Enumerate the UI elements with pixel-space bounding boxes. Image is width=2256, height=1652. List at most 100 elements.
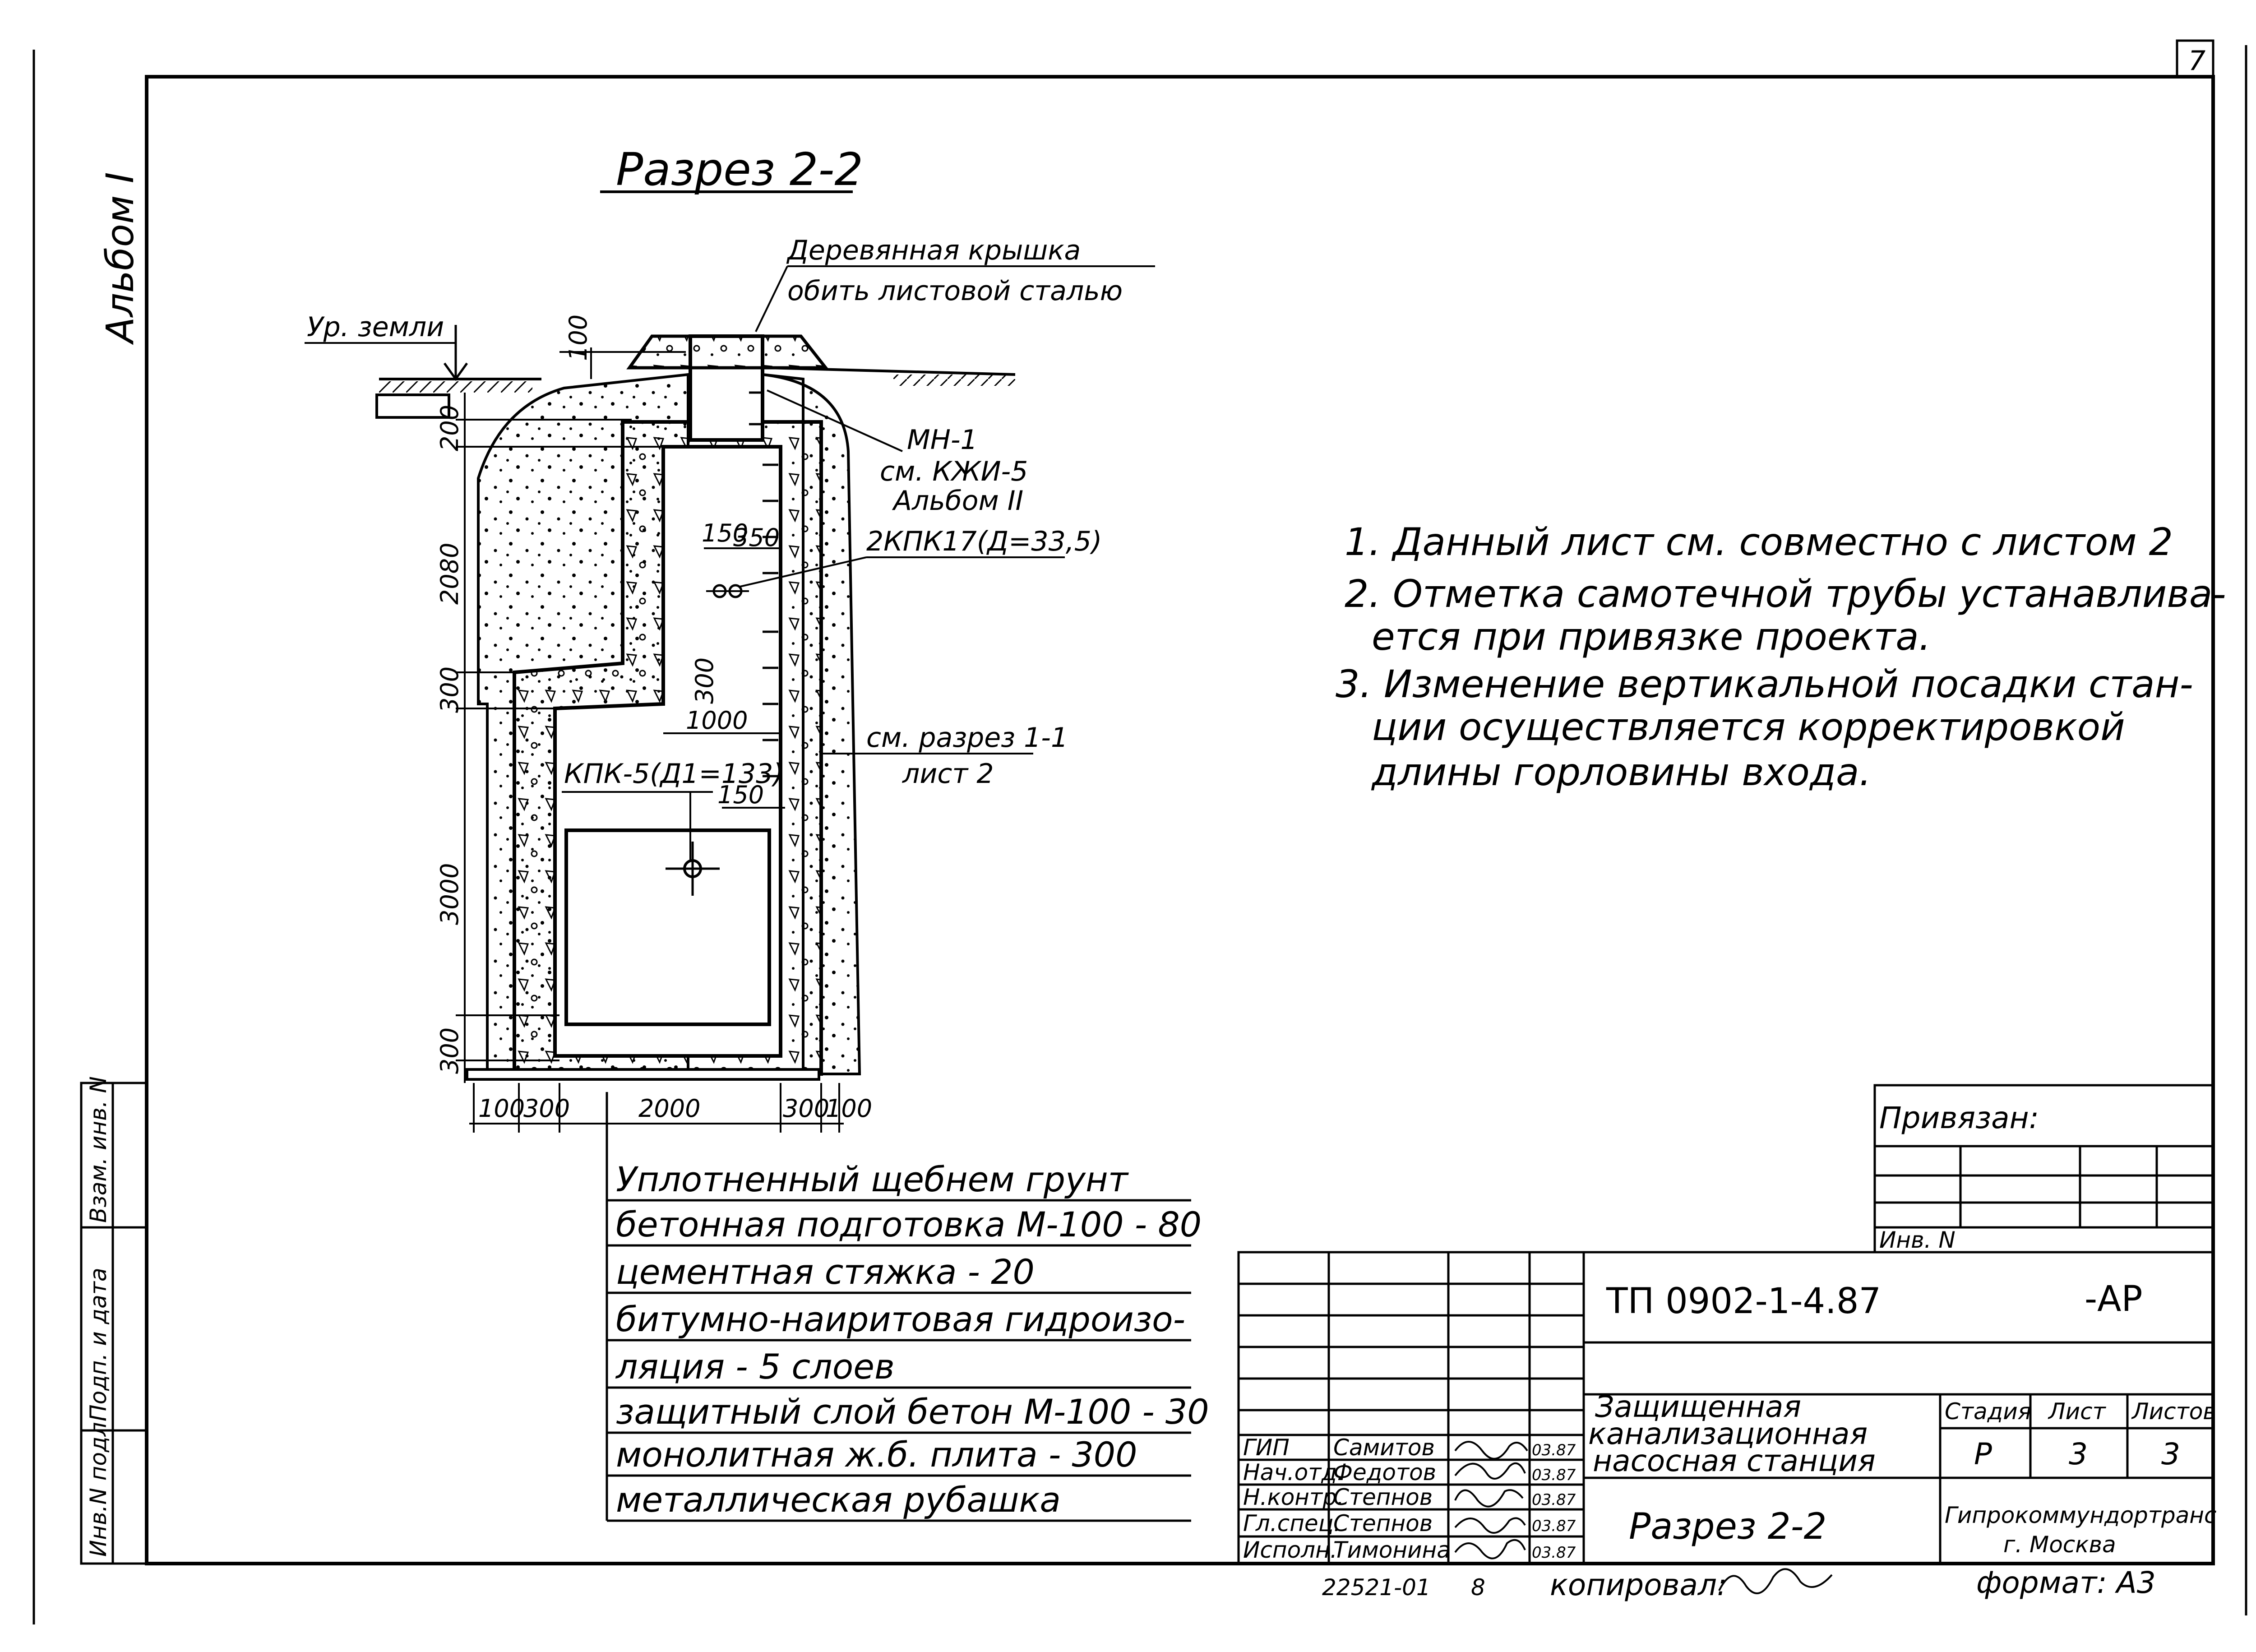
dim-h-150: 150: [702, 519, 748, 547]
sheet-name: Разрез 2-2: [1629, 1505, 1826, 1547]
layer-7: монолитная ж.б. плита - 300: [616, 1435, 1137, 1475]
role-2-name: Федотов: [1333, 1459, 1436, 1485]
section-title: Разрез 2-2: [616, 143, 863, 196]
outer-frame: [145, 75, 2215, 1565]
layer-6: защитный слой бетон М-100 - 30: [616, 1392, 1209, 1432]
object-line-3: насосная станция: [1593, 1444, 1876, 1478]
layer-5: ляция - 5 слоев: [615, 1347, 895, 1387]
org-line-2: г. Москва: [2003, 1532, 2116, 1558]
role-2-date: 03.87: [1532, 1466, 1576, 1484]
role-2: Нач.отд.: [1243, 1459, 1344, 1485]
mn-callout-line1: МН-1: [907, 424, 978, 456]
role-5-date: 03.87: [1532, 1544, 1576, 1562]
signature-scribbles: [1454, 1441, 1528, 1559]
dim-v-3000: 3000: [435, 863, 464, 925]
kpk17-pipe-mark: [706, 584, 749, 598]
layer-3: цементная стяжка - 20: [616, 1252, 1035, 1292]
note-3: 3. Изменение вертикальной посадки стан-: [1336, 662, 2193, 706]
side-stamp-sign: Подп. и дата: [85, 1268, 111, 1421]
note-3-cont-a: ции осуществляется корректировкой: [1372, 705, 2125, 749]
dim-b-2000: 2000: [638, 1094, 700, 1123]
kpk17-leader: [740, 556, 867, 588]
dim-v-2080: 2080: [435, 543, 464, 605]
side-stamp-inv: Инв.N подл.: [85, 1415, 111, 1557]
sheet-value: 3: [2069, 1437, 2088, 1472]
dim-v-100: 100: [564, 315, 592, 361]
role-5: Исполн.: [1243, 1537, 1337, 1563]
role-1-date: 03.87: [1532, 1441, 1576, 1459]
kpk5-callout: КПК-5(Д1=133): [564, 758, 784, 790]
left-dimension-chain: [456, 347, 686, 1083]
note-3-cont-b: длины горловины входа.: [1371, 750, 1871, 794]
dim-b-300-l: 300: [523, 1094, 570, 1123]
dim-h-150-low: 150: [717, 781, 764, 809]
layer-1: Уплотненный щебнем грунт: [616, 1159, 1129, 1199]
mn-callout-line3: Альбом II: [892, 485, 1023, 517]
footer-copied: копировал:: [1550, 1568, 1727, 1602]
role-3-date: 03.87: [1532, 1491, 1576, 1509]
layer-rules: [607, 1199, 1191, 1522]
footer-number: 22521-01: [1322, 1574, 1431, 1601]
dim-v-300-mid: 300: [435, 666, 464, 713]
footer-page: 8: [1471, 1574, 1485, 1601]
side-stamp: [80, 1082, 148, 1565]
object-line-1: Защищенная: [1595, 1389, 1801, 1424]
inv-n-label: Инв. N: [1879, 1227, 1956, 1253]
footer-format: формат: А3: [1976, 1565, 2156, 1600]
stage-value: Р: [1974, 1437, 1992, 1472]
dim-b-100-r: 100: [826, 1094, 872, 1123]
base-slab: [466, 1068, 820, 1081]
org-line-1: Гипрокоммундортранс: [1945, 1502, 2216, 1528]
note-2-cont: ется при привязке проекта.: [1372, 615, 1931, 659]
role-3-name: Степнов: [1333, 1484, 1433, 1510]
lid-leader: [755, 266, 788, 332]
kpk17-callout: 2КПК17(Д=33,5): [866, 526, 1102, 557]
note-2: 2. Отметка самотечной трубы устанавлива-: [1345, 572, 2226, 616]
role-5-name: Тимонина: [1333, 1537, 1451, 1563]
layer-4: битумно-наиритовая гидроизо-: [616, 1299, 1185, 1339]
album-label: Альбом I: [98, 172, 142, 345]
copier-signature: [1718, 1568, 1833, 1594]
dim-v-200: 200: [435, 405, 464, 451]
title-block-grid: [1237, 1251, 2214, 1565]
dim-h-350: 350: [733, 523, 780, 552]
stage-header: Стадия: [1945, 1398, 2031, 1425]
dim-b-100-l: 100: [478, 1094, 525, 1123]
role-3: Н.контр.: [1243, 1484, 1344, 1510]
sheet-header: Лист: [2048, 1398, 2107, 1425]
role-4-date: 03.87: [1532, 1517, 1576, 1535]
page-number: 7: [2188, 45, 2205, 77]
side-stamp-replace: Взам. инв. N: [85, 1076, 111, 1223]
role-4: Гл.спец.: [1243, 1510, 1341, 1536]
wooden-lid: [626, 334, 829, 370]
mn-callout-line2: см. КЖИ-5: [880, 456, 1028, 487]
dim-h-1000: 1000: [686, 706, 748, 735]
see-section-line1: см. разрез 1-1: [866, 722, 1068, 754]
pump-box: [564, 828, 771, 1026]
object-line-2: канализационная: [1588, 1416, 1868, 1451]
see-section-line2: лист 2: [902, 758, 994, 790]
mn-leader: [767, 389, 903, 452]
role-4-name: Степнов: [1333, 1510, 1433, 1536]
kpk5-pipe-mark: [666, 842, 720, 896]
sheets-value: 3: [2161, 1437, 2180, 1472]
dim-b-300-r: 300: [783, 1094, 829, 1123]
privyazan-label: Привязан:: [1879, 1101, 2039, 1135]
role-1-name: Самитов: [1333, 1435, 1435, 1461]
dim-v-300-inner: 300: [690, 657, 719, 704]
note-1: 1. Данный лист см. совместно с листом 2: [1345, 520, 2173, 564]
dim-v-300-bot: 300: [435, 1027, 464, 1074]
lid-callout-line1: Деревянная крышка: [786, 235, 1081, 266]
layer-8: металлическая рубашка: [616, 1480, 1061, 1520]
doc-code: ТП 0902-1-4.87: [1606, 1281, 1881, 1322]
lid-callout-line2: обить листовой сталью: [787, 275, 1123, 307]
ladder-rungs: [749, 391, 778, 777]
ground-level-label: Ур. земли: [307, 311, 444, 343]
page-number-box: [2176, 39, 2214, 78]
role-1: ГИП: [1243, 1435, 1290, 1461]
sheets-header: Листов: [2131, 1398, 2216, 1425]
bottom-dimension-chain: [469, 1083, 844, 1133]
doc-suffix: -АР: [2085, 1279, 2143, 1319]
layer-2: бетонная подготовка М-100 - 80: [616, 1204, 1202, 1245]
